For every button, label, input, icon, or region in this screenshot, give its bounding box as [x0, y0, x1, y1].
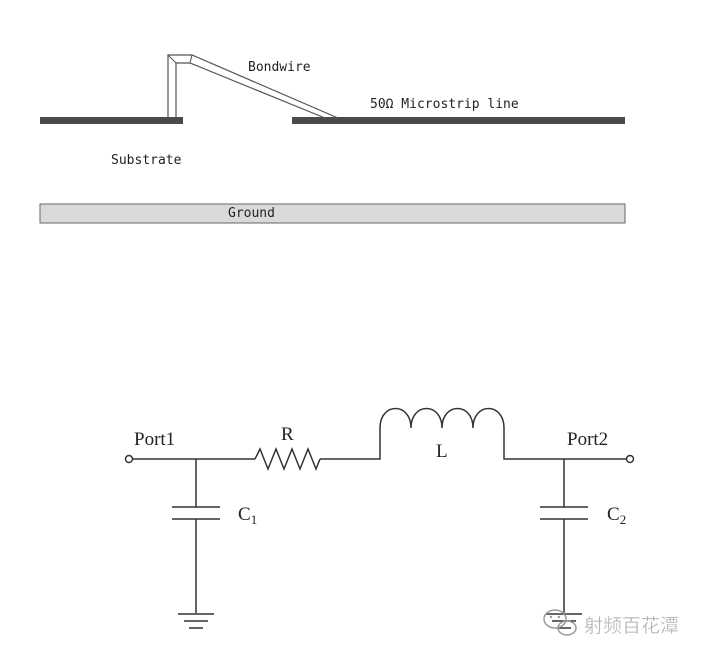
watermark-text: 射频百花潭	[584, 615, 679, 637]
c2-letter: C	[607, 504, 620, 525]
cross-section-view: Bondwire 50Ω Microstrip line Substrate G…	[39, 54, 626, 224]
ground-label: Ground	[228, 206, 275, 221]
left-pad-trace	[40, 117, 183, 124]
equivalent-circuit	[124, 407, 635, 629]
microstrip-label: 50Ω Microstrip line	[370, 97, 519, 112]
port1-terminal	[124, 454, 134, 464]
bondwire	[167, 54, 339, 119]
inductor-label: L	[436, 441, 448, 462]
microstrip-trace	[292, 117, 625, 124]
bondwire-label: Bondwire	[248, 60, 311, 75]
watermark: 射频百花潭	[543, 609, 679, 637]
ground-symbol-1	[178, 613, 214, 629]
wire-r-to-l	[320, 428, 381, 460]
wechat-icon	[543, 609, 577, 636]
c2-label: C2	[607, 504, 626, 527]
inductor-coil	[379, 407, 505, 429]
port2-label: Port2	[567, 429, 608, 450]
circuit-labels: Port1 Port2 R L C1 C2	[134, 424, 626, 527]
c1-letter: C	[238, 504, 251, 525]
c2-subscript: 2	[620, 512, 627, 527]
resistor-label: R	[281, 424, 294, 445]
c1-label: C1	[238, 504, 257, 527]
ground-plane	[39, 203, 626, 224]
port2-terminal	[625, 454, 635, 464]
substrate-label: Substrate	[111, 153, 182, 168]
resistor-zigzag	[254, 446, 321, 472]
port1-label: Port1	[134, 429, 175, 450]
c1-subscript: 1	[251, 512, 258, 527]
wire-l-to-port2	[503, 428, 626, 460]
